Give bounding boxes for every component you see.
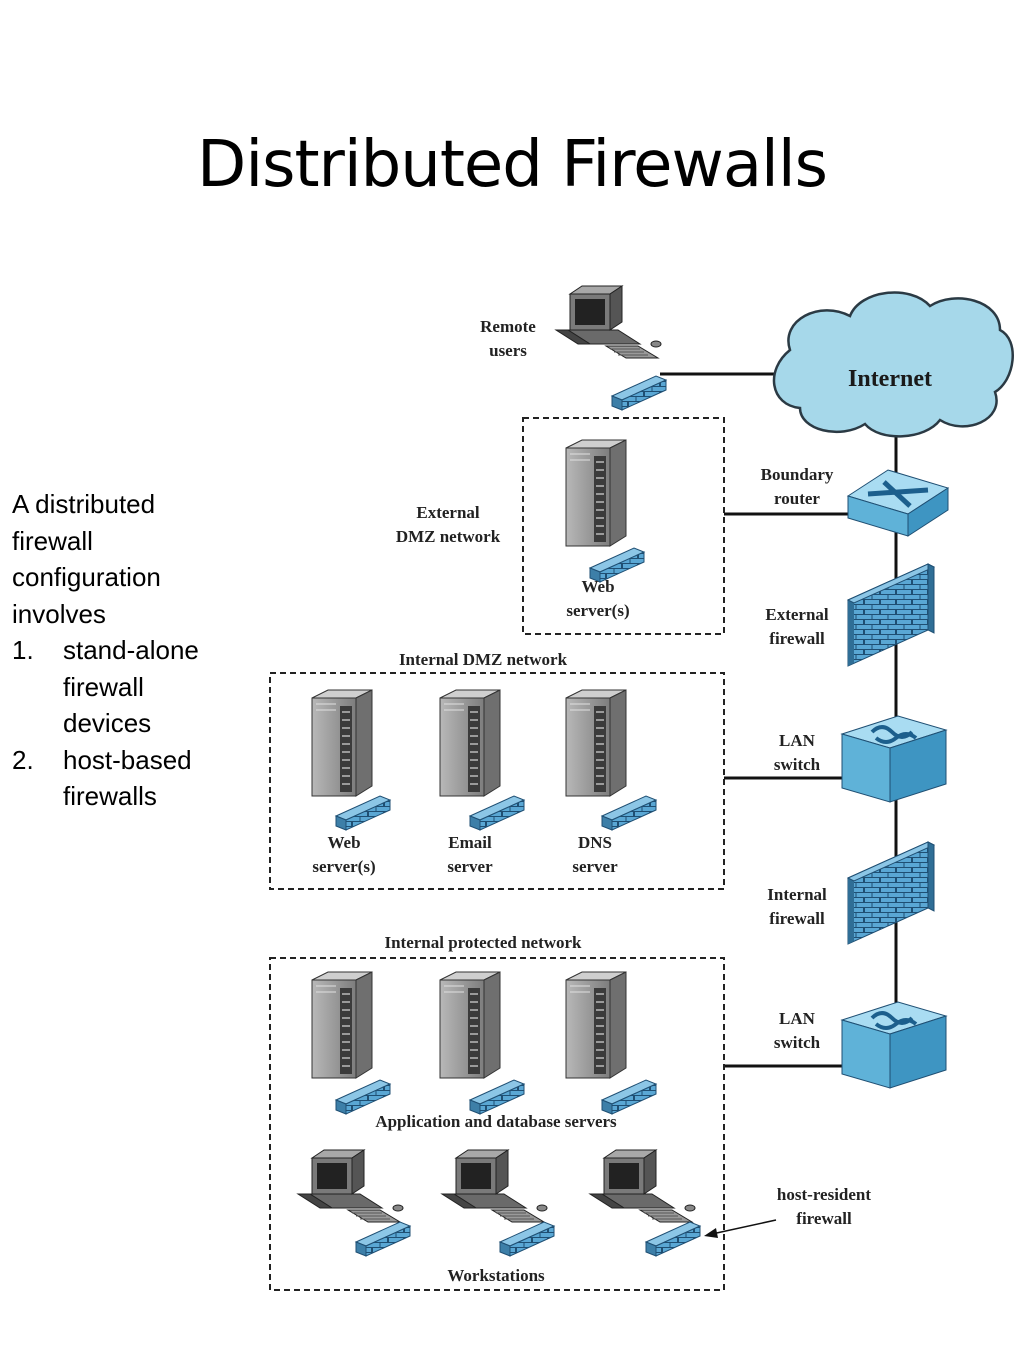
- external-dmz-network: External DMZ network Web server(s): [396, 417, 725, 635]
- internal-protected-network: Internal protected network Application a…: [269, 933, 725, 1291]
- host-resident-label: firewall: [796, 1209, 852, 1228]
- external-firewall-label: firewall: [769, 629, 825, 648]
- internal-firewall: Internal firewall: [767, 841, 935, 945]
- intro-lead-line: A distributed: [12, 489, 156, 519]
- internal-dmz-boundary: [269, 672, 725, 890]
- host-firewall-icon: [645, 1221, 701, 1257]
- external-firewall-icon: [847, 563, 935, 667]
- remote-workstation-icon: [555, 285, 662, 359]
- app-db-servers-label: Application and database servers: [375, 1112, 617, 1131]
- remote-users-label: Remote: [480, 317, 536, 336]
- email-server-label: Email: [448, 833, 492, 852]
- web-server-label: server(s): [566, 601, 629, 620]
- list-number: 1.: [12, 635, 34, 665]
- host-firewall-icon: [355, 1221, 411, 1257]
- lan-switch-2-label: LAN: [779, 1009, 816, 1028]
- list-item-line: stand-alone: [63, 635, 199, 665]
- server-icon: [311, 971, 373, 1079]
- lan-switch-1-icon: [840, 714, 948, 804]
- list-item-line: host-based: [63, 744, 192, 775]
- server-icon: [565, 439, 627, 547]
- server-icon: [311, 689, 373, 797]
- intro-list: 1. stand-alone firewall devices 2. host-…: [12, 632, 242, 815]
- internal-firewall-label: Internal: [767, 885, 827, 904]
- lan-switch-1: LAN switch: [774, 714, 948, 804]
- internal-firewall-icon: [847, 841, 935, 945]
- web-server-label: Web: [581, 577, 614, 596]
- lan-switch-2: LAN switch: [774, 1000, 948, 1090]
- dns-server-label: server: [572, 857, 618, 876]
- intro-lead: A distributed firewall configuration inv…: [12, 486, 242, 632]
- workstation-icon: [441, 1149, 548, 1223]
- internal-firewall-label: firewall: [769, 909, 825, 928]
- host-firewall-icon: [469, 1079, 525, 1115]
- host-firewall-icon: [335, 1079, 391, 1115]
- list-item-line: devices: [63, 708, 152, 738]
- server-icon: [439, 689, 501, 797]
- host-resident-callout: host-resident firewall: [704, 1185, 871, 1238]
- external-firewall-label: External: [765, 605, 829, 624]
- remote-host-firewall-icon: [611, 375, 667, 411]
- host-resident-label: host-resident: [777, 1185, 871, 1204]
- intro-lead-line: firewall: [12, 525, 93, 556]
- host-firewall-icon: [601, 795, 657, 831]
- boundary-router-label: router: [774, 489, 820, 508]
- internet-cloud: Internet: [772, 291, 1014, 438]
- list-item-line: firewalls: [63, 781, 157, 811]
- web-server-label: server(s): [312, 857, 375, 876]
- lan-switch-1-label: switch: [774, 755, 821, 774]
- boundary-router: Boundary router: [761, 465, 950, 537]
- workstation-icon: [589, 1149, 696, 1223]
- external-dmz-label: DMZ network: [396, 527, 501, 546]
- server-icon: [439, 971, 501, 1079]
- remote-users-label: users: [489, 341, 527, 360]
- protected-network-label: Internal protected network: [384, 933, 582, 952]
- web-server-label: Web: [327, 833, 360, 852]
- intro-lead-line: configuration: [12, 562, 161, 592]
- slide-title: Distributed Firewalls: [197, 128, 828, 202]
- list-number: 2.: [12, 744, 34, 775]
- internet-label: Internet: [848, 366, 932, 392]
- host-firewall-icon: [601, 1079, 657, 1115]
- email-server-label: server: [447, 857, 493, 876]
- lan-switch-2-icon: [840, 1000, 948, 1090]
- intro-list-item-1: 1. stand-alone firewall devices: [12, 632, 242, 742]
- protected-network-boundary: [269, 957, 725, 1291]
- workstations-label: Workstations: [447, 1266, 545, 1285]
- server-icon: [565, 971, 627, 1079]
- lan-switch-1-label: LAN: [779, 731, 816, 750]
- lan-switch-2-label: switch: [774, 1033, 821, 1052]
- internal-dmz-network: Internal DMZ network Web server(s) Email…: [269, 650, 725, 890]
- callout-arrow-line: [711, 1219, 777, 1235]
- external-firewall: External firewall: [765, 563, 935, 667]
- external-dmz-label: External: [416, 503, 480, 522]
- internal-dmz-label: Internal DMZ network: [399, 650, 568, 669]
- intro-text: A distributed firewall configuration inv…: [12, 486, 242, 815]
- dns-server-label: DNS: [578, 833, 612, 852]
- external-dmz-boundary: [522, 417, 725, 635]
- workstation-icon: [297, 1149, 404, 1223]
- list-item-line: firewall: [63, 671, 144, 702]
- remote-users: Remote users: [480, 285, 667, 411]
- host-firewall-icon: [469, 795, 525, 831]
- host-firewall-icon: [499, 1221, 555, 1257]
- server-icon: [565, 689, 627, 797]
- host-firewall-icon: [335, 795, 391, 831]
- boundary-router-label: Boundary: [761, 465, 834, 484]
- callout-arrowhead-icon: [704, 1228, 718, 1238]
- intro-lead-line: involves: [12, 598, 106, 629]
- intro-list-item-2: 2. host-based firewalls: [12, 742, 242, 815]
